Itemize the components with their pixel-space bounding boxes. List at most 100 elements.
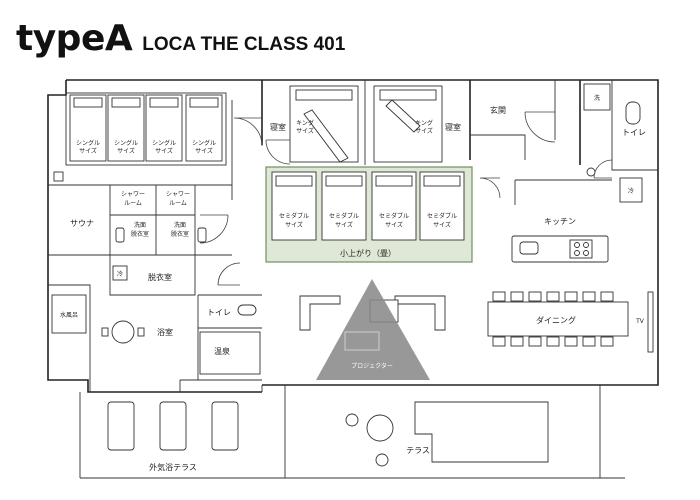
lounge-chair [211,401,239,451]
label-size: サイズ [385,221,403,229]
living-area: プロジェクター [299,279,446,380]
bed-cover [303,109,349,163]
stove [569,239,593,259]
label-fridge: 冷 [117,270,123,278]
label-semi-double: セミダブル [279,212,309,220]
bed-cover [385,99,421,133]
sauna-area: サウナ シャワー ルーム シャワー ルーム 洗面 脱衣室 洗面 脱衣室 [48,184,232,256]
column [53,171,64,182]
label-king: キング [415,119,433,127]
label-sauna: サウナ [70,219,94,228]
single-bedroom: シングル サイズ シングル サイズ シングル サイズ シングル サイズ [53,92,263,200]
label-projector: プロジェクター [351,362,393,370]
terraces: 外気浴テラス テラス [79,385,625,479]
label-size: サイズ [155,147,173,155]
cold-bath [51,294,87,334]
title-block: typeA LOCA THE CLASS 401 [16,18,345,59]
label-terrace: テラス [406,446,430,455]
single-bed: シングル サイズ [107,94,145,162]
label-wash: 洗 [594,94,600,102]
entrance-door [524,111,556,143]
door-swing [593,159,613,179]
dining-table [487,301,629,337]
lounge-chair [159,401,187,451]
label-single: シングル [152,139,176,147]
label-kitchen: キッチン [544,217,576,226]
semi-double-bed: セミダブル サイズ [271,171,317,241]
label-semi-double: セミダブル [329,212,359,220]
terrace-chair [345,413,359,427]
label-shower-room: ルーム [169,200,187,207]
sink [519,241,539,255]
label-fridge: 冷 [628,187,634,195]
toilet-fixture [625,101,641,125]
single-bed: シングル サイズ [185,94,223,162]
label-bathroom: 浴室 [157,327,173,337]
outdoor-terrace: 外気浴テラス [107,401,239,472]
bath-stool [111,320,135,344]
label-shower-room: シャワー [121,191,145,198]
single-bed: シングル サイズ [69,94,107,162]
projector-beam [316,279,430,380]
kitchen-island [511,235,609,263]
label-toilet: トイレ [622,128,646,137]
terrace-chair [375,453,389,467]
semi-double-bed: セミダブル サイズ [371,171,417,241]
label-outdoor-terrace: 外気浴テラス [149,462,197,472]
door-swing [265,139,291,165]
label-size: サイズ [415,127,433,135]
label-shower-room: ルーム [124,200,142,207]
label-hot-spring: 温泉 [214,346,230,356]
label-washroom: 脱衣室 [131,230,149,238]
label-size: サイズ [433,221,451,229]
outdoor-sofa [414,401,549,463]
semi-double-bed: セミダブル サイズ [419,171,465,241]
terrace-table [366,414,394,442]
label-tatami: 小上がり（畳） [340,248,396,258]
single-bed: シングル サイズ [145,94,183,162]
sofa [299,295,341,331]
label-size: サイズ [285,221,303,229]
king-bedroom-left: 寝室 キング サイズ [265,80,366,165]
laundry-toilet: 洗 トイレ 冷 [583,80,658,203]
tv [647,291,654,353]
label-toilet: トイレ [207,308,231,317]
label-washroom: 脱衣室 [171,230,189,238]
label-cold-bath: 水風呂 [60,311,78,319]
washer [583,83,611,111]
lounge-chair [107,401,135,451]
single-bed-area [65,92,227,166]
label-size: サイズ [195,147,213,155]
label-size: サイズ [79,147,97,155]
label-entrance: 玄関 [490,105,506,115]
label-bedroom: 寝室 [270,122,286,132]
label-single: シングル [114,139,138,147]
kitchen: キッチン [511,179,612,263]
tatami-area: セミダブル サイズ セミダブル サイズ セミダブル サイズ セミダブル サイズ … [265,166,473,263]
label-size: サイズ [296,127,314,135]
brand-title: typeA [16,18,133,59]
king-bedroom-right: キング サイズ 寝室 [373,85,461,163]
door-swing [479,177,501,199]
dining-area: ダイニング TV [487,291,654,353]
terrace: テラス [345,401,549,467]
sofa [394,295,446,331]
entrance: 玄関 [470,80,556,199]
label-washroom: 洗面 [134,221,146,229]
label-bedroom: 寝室 [445,122,461,132]
semi-double-bed: セミダブル サイズ [321,171,367,241]
door-swing [233,117,263,147]
label-shower-room: シャワー [166,191,190,198]
label-semi-double: セミダブル [379,212,409,220]
label-single: シングル [76,139,100,147]
label-tv: TV [635,318,645,325]
label-size: サイズ [335,221,353,229]
label-size: サイズ [117,147,135,155]
fridge [619,177,643,203]
label-single: シングル [192,139,216,147]
label-washroom: 洗面 [174,221,186,229]
label-semi-double: セミダブル [427,212,457,220]
label-dining: ダイニング [536,315,576,325]
property-name: LOCA THE CLASS 401 [142,34,346,55]
